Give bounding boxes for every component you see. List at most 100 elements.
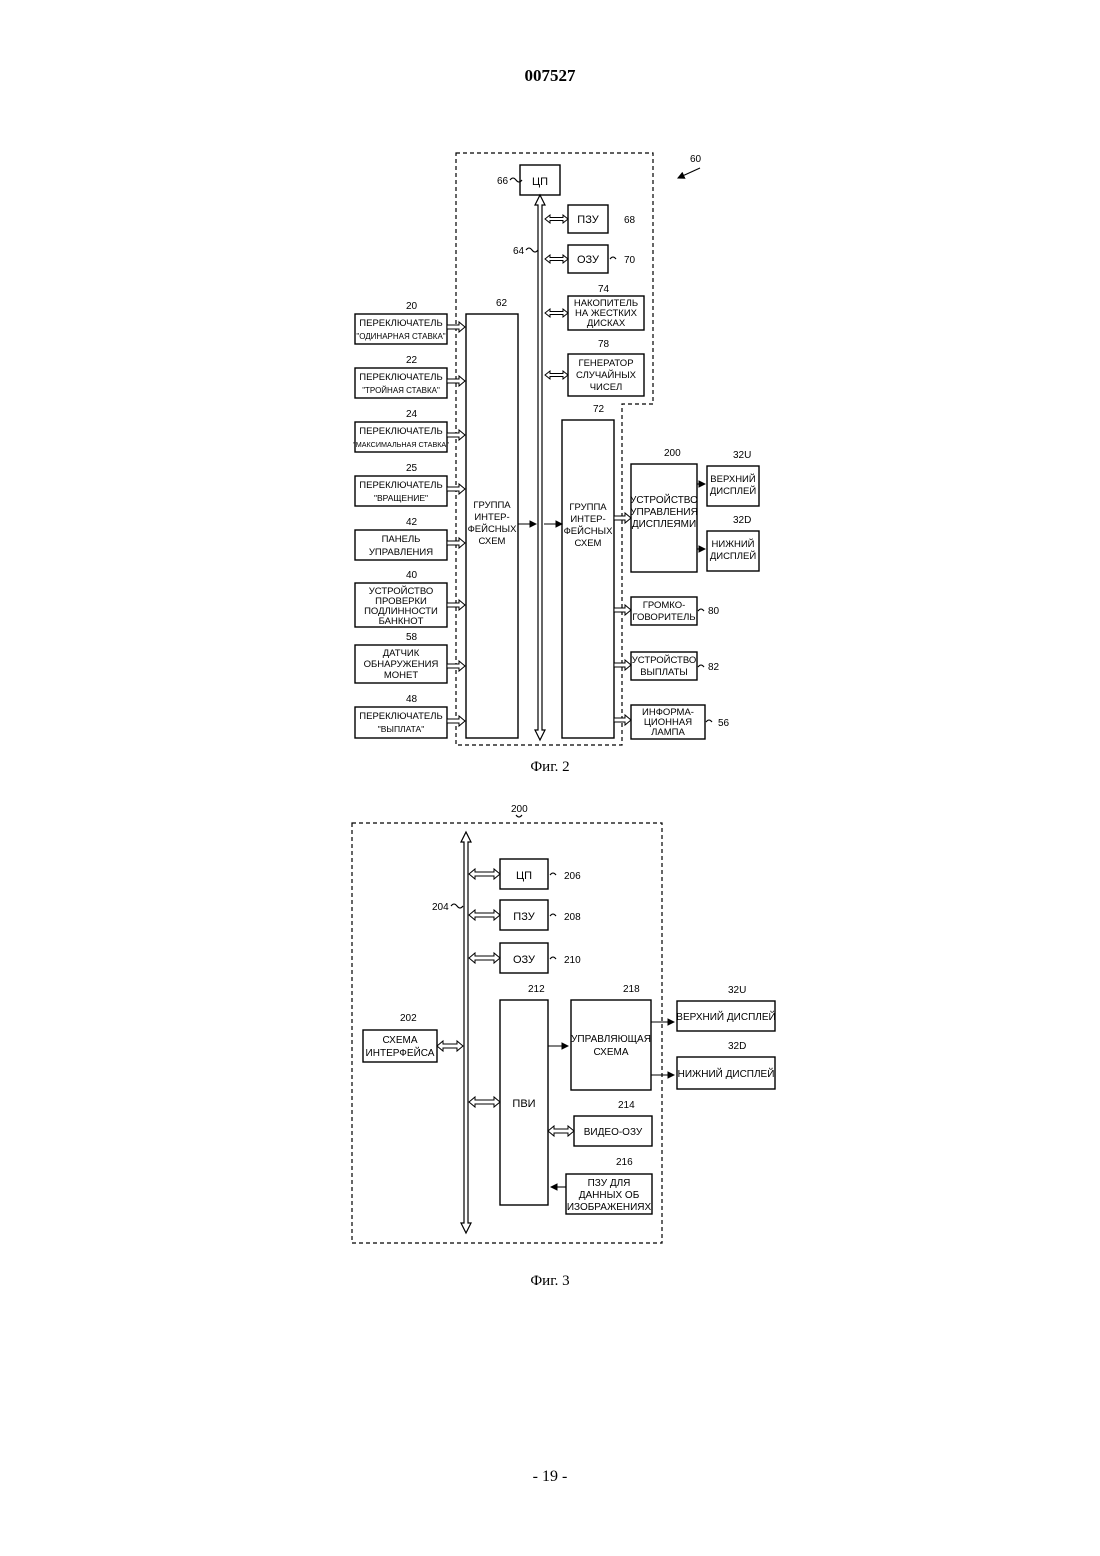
fig2-iface-left-line3: ФЕЙСНЫХ bbox=[468, 523, 518, 535]
fig2-rng-ref: 78 bbox=[598, 339, 610, 350]
fig3-rom-ref: 208 bbox=[564, 912, 581, 923]
fig2-rom-label: ПЗУ bbox=[577, 214, 599, 226]
fig2-lower-display-line2: ДИСПЛЕЙ bbox=[710, 550, 757, 562]
fig2-hdd-line3: ДИСКАХ bbox=[587, 318, 626, 329]
fig2-display-ctrl-line3: ДИСПЛЕЯМИ bbox=[632, 519, 696, 530]
fig2-speaker-ref: 80 bbox=[708, 606, 720, 617]
fig2-iface-left-ref: 62 bbox=[496, 298, 508, 309]
fig2-system-bus bbox=[535, 195, 545, 740]
fig2-payout-ref: 82 bbox=[708, 662, 720, 673]
fig2-input-48: ПЕРЕКЛЮЧАТЕЛЬ "ВЫПЛАТА" 48 bbox=[355, 694, 465, 738]
fig2-rng-line2: СЛУЧАЙНЫХ bbox=[576, 369, 637, 381]
fig2-iface-left-line2: ИНТЕР- bbox=[474, 512, 509, 523]
fig3-image-rom-line1: ПЗУ ДЛЯ bbox=[588, 1178, 631, 1189]
fig3-pvi-label: ПВИ bbox=[512, 1098, 535, 1110]
svg-text:ПЕРЕКЛЮЧАТЕЛЬ: ПЕРЕКЛЮЧАТЕЛЬ bbox=[359, 372, 442, 383]
fig3-system-ref: 200 bbox=[511, 804, 528, 815]
fig2-input-25: ПЕРЕКЛЮЧАТЕЛЬ "ВРАЩЕНИЕ" 25 bbox=[355, 463, 465, 506]
fig3-control-circuit-box bbox=[571, 1000, 651, 1090]
svg-text:"МАКСИМАЛЬНАЯ СТАВКА": "МАКСИМАЛЬНАЯ СТАВКА" bbox=[353, 440, 449, 449]
fig3-bus-ref: 204 bbox=[432, 902, 449, 913]
fig3-interface-ref: 202 bbox=[400, 1013, 417, 1024]
fig3-cpu-label: ЦП bbox=[516, 870, 532, 882]
svg-text:ПЕРЕКЛЮЧАТЕЛЬ: ПЕРЕКЛЮЧАТЕЛЬ bbox=[359, 426, 442, 437]
fig2-upper-display-ref: 32U bbox=[733, 450, 751, 461]
fig2-diagram: 60 ЦП 66 64 ПЗУ 68 ОЗУ 70 НАКОПИТЕЛЬ НА … bbox=[353, 153, 759, 775]
svg-text:УПРАВЛЕНИЯ: УПРАВЛЕНИЯ bbox=[369, 547, 433, 558]
fig3-lower-display-ref: 32D bbox=[728, 1041, 746, 1052]
fig2-input-20: ПЕРЕКЛЮЧАТЕЛЬ "ОДИНАРНАЯ СТАВКА" 20 bbox=[355, 301, 465, 344]
fig3-ram-ref: 210 bbox=[564, 955, 581, 966]
fig2-iface-right-line3: ФЕЙСНЫХ bbox=[564, 525, 614, 537]
page-number: - 19 - bbox=[0, 1468, 1100, 1486]
fig3-internal-bus bbox=[461, 832, 471, 1233]
fig2-interface-group-right bbox=[562, 420, 614, 738]
fig2-input-58: ДАТЧИК ОБНАРУЖЕНИЯ МОНЕТ 58 bbox=[355, 632, 465, 683]
fig2-display-controller-box bbox=[631, 464, 697, 572]
fig2-speaker-line1: ГРОМКО- bbox=[643, 600, 686, 611]
fig2-system-ref: 60 bbox=[690, 154, 702, 165]
fig3-pvi-ref: 212 bbox=[528, 984, 545, 995]
svg-text:ПЕРЕКЛЮЧАТЕЛЬ: ПЕРЕКЛЮЧАТЕЛЬ bbox=[359, 318, 442, 329]
fig2-display-ctrl-ref: 200 bbox=[664, 448, 681, 459]
svg-text:ПАНЕЛЬ: ПАНЕЛЬ bbox=[382, 534, 421, 545]
svg-text:20: 20 bbox=[406, 301, 418, 312]
fig2-input-40: УСТРОЙСТВО ПРОВЕРКИ ПОДЛИННОСТИ БАНКНОТ … bbox=[355, 570, 465, 627]
fig3-lower-display-label: НИЖНИЙ ДИСПЛЕЙ bbox=[678, 1067, 775, 1080]
fig2-hdd-ref: 74 bbox=[598, 284, 610, 295]
fig2-cpu-label: ЦП bbox=[532, 176, 548, 188]
svg-text:24: 24 bbox=[406, 409, 418, 420]
fig3-vram-ref: 214 bbox=[618, 1100, 635, 1111]
fig2-input-42: ПАНЕЛЬ УПРАВЛЕНИЯ 42 bbox=[355, 517, 465, 560]
fig3-diagram: 200 204 СХЕМА ИНТЕРФЕЙСА 202 ЦП 206 ПЗУ … bbox=[352, 804, 776, 1289]
fig3-control-ref: 218 bbox=[623, 984, 640, 995]
fig2-ram-label: ОЗУ bbox=[577, 254, 600, 266]
svg-text:МОНЕТ: МОНЕТ bbox=[384, 670, 419, 681]
fig2-cpu-ref: 66 bbox=[497, 176, 509, 187]
svg-text:ДАТЧИК: ДАТЧИК bbox=[383, 648, 420, 659]
fig2-iface-right-line1: ГРУППА bbox=[569, 502, 607, 513]
fig3-control-line1: УПРАВЛЯЮЩАЯ bbox=[571, 1034, 651, 1045]
fig2-upper-display-line1: ВЕРХНИЙ bbox=[710, 473, 756, 485]
fig2-iface-left-line1: ГРУППА bbox=[473, 500, 511, 511]
fig2-iface-right-line2: ИНТЕР- bbox=[570, 514, 605, 525]
svg-text:"ВЫПЛАТА": "ВЫПЛАТА" bbox=[378, 724, 425, 734]
svg-text:"ТРОЙНАЯ СТАВКА": "ТРОЙНАЯ СТАВКА" bbox=[362, 386, 440, 395]
svg-text:"ОДИНАРНАЯ СТАВКА": "ОДИНАРНАЯ СТАВКА" bbox=[356, 332, 445, 341]
fig2-iface-left-line4: СХЕМ bbox=[479, 536, 506, 547]
fig2-lamp-ref: 56 bbox=[718, 718, 730, 729]
fig2-rng-line3: ЧИСЕЛ bbox=[590, 382, 623, 393]
fig2-rom-ref: 68 bbox=[624, 215, 636, 226]
fig3-caption: Фиг. 3 bbox=[530, 1273, 569, 1289]
fig3-control-line2: СХЕМА bbox=[594, 1047, 629, 1058]
fig2-bus-ref: 64 bbox=[513, 246, 525, 257]
fig2-display-ctrl-line1: УСТРОЙСТВО bbox=[630, 493, 698, 506]
svg-text:40: 40 bbox=[406, 570, 418, 581]
svg-text:48: 48 bbox=[406, 694, 418, 705]
svg-text:25: 25 bbox=[406, 463, 418, 474]
fig3-interface-line1: СХЕМА bbox=[383, 1035, 418, 1046]
fig3-image-rom-ref: 216 bbox=[616, 1157, 633, 1168]
fig3-ram-label: ОЗУ bbox=[513, 954, 536, 966]
fig2-upper-display-line2: ДИСПЛЕЙ bbox=[710, 485, 757, 497]
fig3-vram-label: ВИДЕО-ОЗУ bbox=[584, 1127, 643, 1138]
fig2-rng-line1: ГЕНЕРАТОР bbox=[578, 358, 633, 369]
fig2-lower-display-ref: 32D bbox=[733, 515, 751, 526]
fig2-payout-line2: ВЫПЛАТЫ bbox=[640, 667, 688, 678]
fig3-upper-display-ref: 32U bbox=[728, 985, 746, 996]
fig2-payout-line1: УСТРОЙСТВО bbox=[632, 654, 697, 666]
fig3-rom-label: ПЗУ bbox=[513, 911, 535, 923]
svg-text:"ВРАЩЕНИЕ": "ВРАЩЕНИЕ" bbox=[374, 493, 428, 503]
fig2-caption: Фиг. 2 bbox=[530, 759, 569, 775]
fig2-lower-display-line1: НИЖНИЙ bbox=[712, 538, 755, 550]
fig2-display-ctrl-line2: УПРАВЛЕНИЯ bbox=[630, 507, 698, 518]
svg-text:42: 42 bbox=[406, 517, 418, 528]
fig3-cpu-ref: 206 bbox=[564, 871, 581, 882]
fig2-speaker-line2: ГОВОРИТЕЛЬ bbox=[632, 612, 695, 623]
fig3-interface-line2: ИНТЕРФЕЙСА bbox=[366, 1046, 435, 1059]
fig2-iface-right-ref: 72 bbox=[593, 404, 605, 415]
svg-text:БАНКНОТ: БАНКНОТ bbox=[379, 616, 424, 627]
svg-text:22: 22 bbox=[406, 355, 418, 366]
fig2-input-24: ПЕРЕКЛЮЧАТЕЛЬ "МАКСИМАЛЬНАЯ СТАВКА" 24 bbox=[353, 409, 465, 452]
